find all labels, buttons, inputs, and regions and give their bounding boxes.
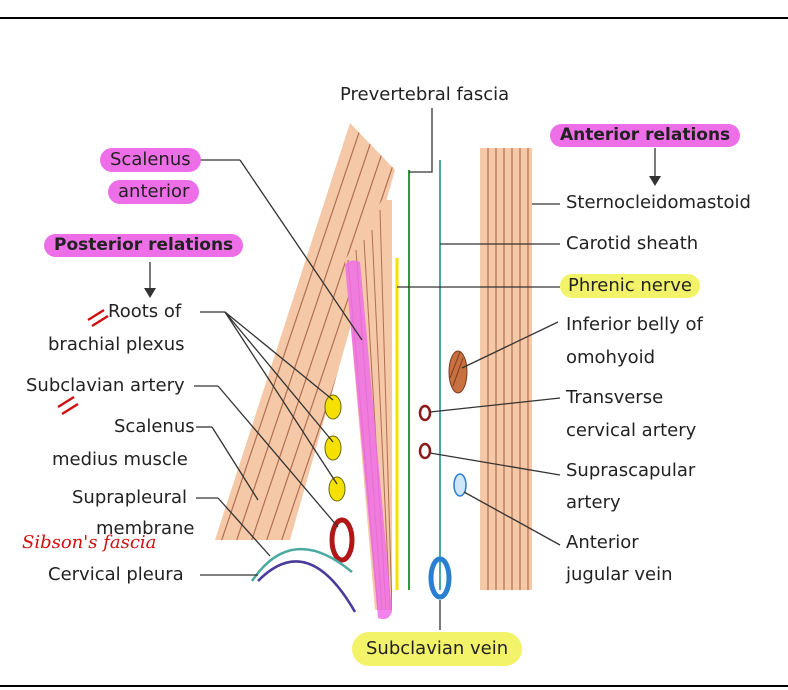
anterior-arrowhead [649, 176, 661, 186]
label-scalenus-medius-1: Scalenus [114, 418, 195, 436]
posterior-arrowhead [144, 288, 156, 298]
subclavian-artery-shape [332, 520, 352, 560]
plexus-root-3 [329, 477, 345, 501]
label-subclavian-vein: Subclavian vein [352, 632, 522, 666]
transverse-cervical-artery [420, 406, 430, 420]
plexus-root-2 [325, 436, 341, 460]
label-roots-1: Roots of [108, 303, 181, 321]
label-scalenus-anterior-1: Scalenus [100, 148, 201, 172]
label-suprapleural-1: Suprapleural [72, 489, 187, 507]
tick-mark-roots [88, 310, 108, 326]
plexus-root-1 [325, 395, 341, 419]
label-omohyoid-2: omohyoid [566, 349, 655, 367]
sternocleidomastoid-muscle [480, 148, 532, 590]
cervical-pleura-arc [258, 561, 355, 612]
suprascapular-artery [420, 444, 430, 458]
label-omohyoid-1: Inferior belly of [566, 316, 703, 334]
label-roots-2: brachial plexus [48, 336, 185, 354]
label-prevertebral-fascia: Prevertebral fascia [340, 86, 509, 104]
label-suprascapular-2: artery [566, 494, 621, 512]
label-sternocleidomastoid: Sternocleidomastoid [566, 194, 751, 212]
label-transverse-cervical-1: Transverse [566, 389, 663, 407]
label-phrenic-nerve: Phrenic nerve [560, 274, 700, 298]
label-subclavian-artery: Subclavian artery [26, 377, 185, 395]
scalenus-anterior-muscle [345, 200, 392, 619]
label-cervical-pleura: Cervical pleura [48, 566, 184, 584]
label-anterior-relations: Anterior relations [550, 124, 740, 147]
handwritten-sibsons-fascia: Sibson's fascia [22, 534, 156, 552]
label-scalenus-medius-2: medius muscle [52, 451, 188, 469]
label-anterior-jugular-1: Anterior [566, 534, 639, 552]
label-scalenus-anterior-2: anterior [108, 180, 199, 204]
label-posterior-relations: Posterior relations [44, 234, 243, 257]
label-carotid-sheath: Carotid sheath [566, 235, 698, 253]
label-transverse-cervical-2: cervical artery [566, 422, 696, 440]
label-suprascapular-1: Suprascapular [566, 462, 695, 480]
label-anterior-jugular-2: jugular vein [566, 566, 673, 584]
tick-mark-subclavian [58, 397, 78, 414]
